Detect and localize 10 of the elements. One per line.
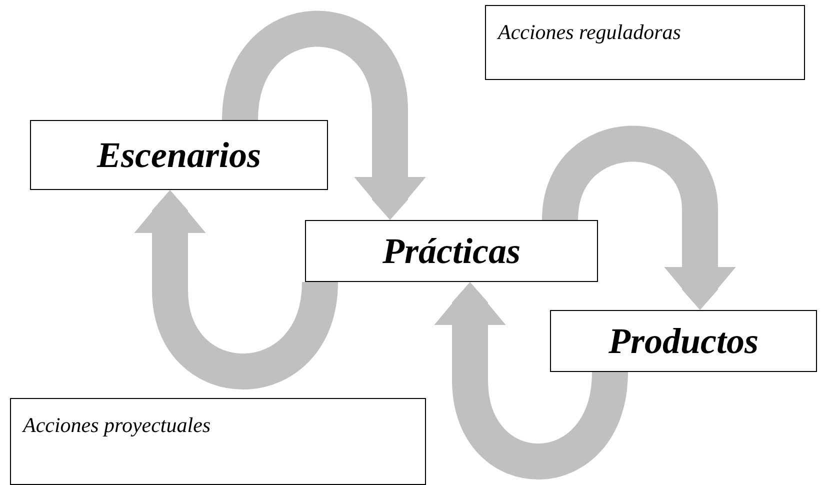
box-label: Prácticas bbox=[382, 230, 520, 272]
box-label: Escenarios bbox=[96, 134, 262, 176]
text-box bbox=[10, 398, 426, 485]
text-box bbox=[30, 120, 328, 190]
box-label: Acciones reguladoras bbox=[498, 20, 681, 45]
box-label: Productos bbox=[608, 320, 758, 362]
text-box bbox=[550, 310, 817, 372]
box-label: Acciones proyectuales bbox=[23, 413, 211, 438]
text-box bbox=[305, 220, 598, 282]
text-box bbox=[485, 5, 805, 80]
